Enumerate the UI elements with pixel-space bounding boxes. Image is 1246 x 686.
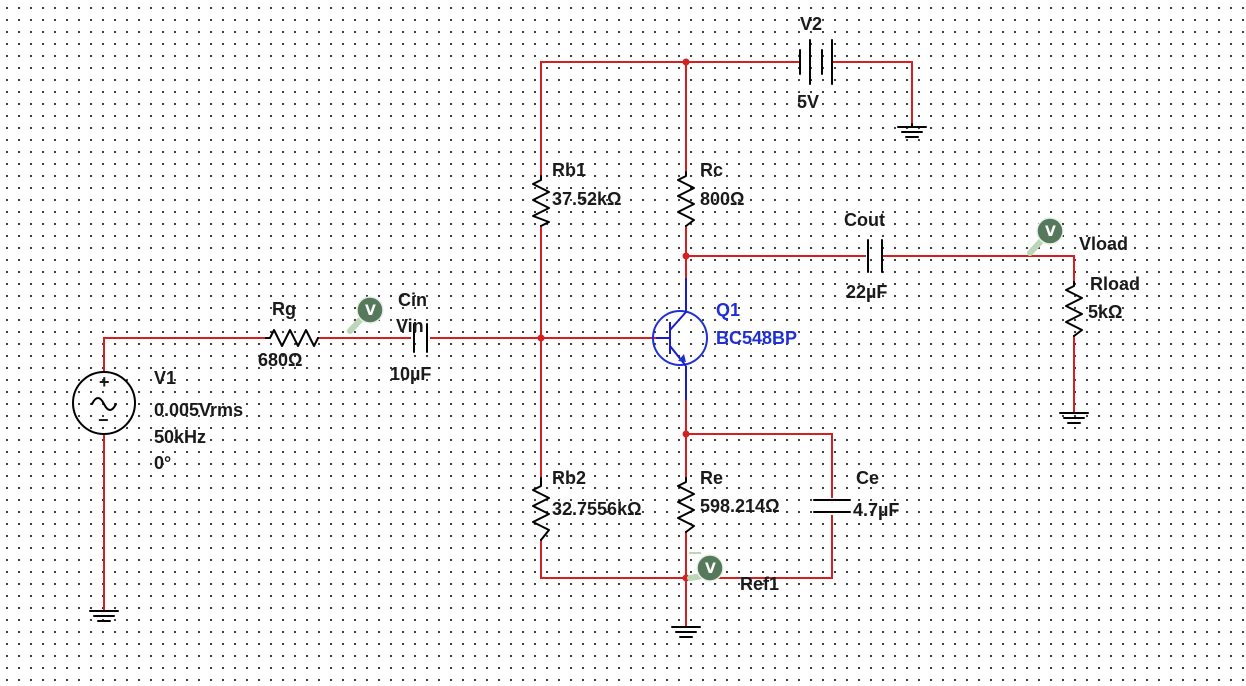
rb1-value: 37.52kΩ (552, 189, 622, 209)
ce-value: 4.7µF (853, 500, 899, 520)
ref1-probe-icon: V (705, 561, 716, 577)
wire-cout-rload[interactable] (883, 255, 1075, 283)
q1-model: BC548BP (716, 328, 797, 348)
v2-dc-source[interactable] (799, 39, 833, 85)
v1-phase: 0° (154, 453, 171, 473)
rc-value: 800Ω (700, 189, 744, 209)
ground-v1-icon (89, 610, 119, 622)
rg-value: 680Ω (258, 350, 302, 370)
q1-npn-transistor[interactable] (652, 310, 708, 367)
re-resistor[interactable] (677, 477, 695, 533)
junction-emitter (682, 430, 690, 438)
rb2-label: Rb2 (552, 468, 586, 488)
wire-ce-bottom[interactable] (685, 515, 833, 579)
ground-rload-icon (1059, 412, 1089, 424)
cin-value: 10µF (390, 364, 431, 384)
junction-top-rail (682, 58, 690, 66)
q1-label: Q1 (716, 300, 740, 320)
rb1-resistor[interactable] (532, 175, 550, 227)
cin-capacitor[interactable] (413, 323, 428, 353)
cout-value: 22µF (846, 282, 887, 302)
rb2-value: 32.7556kΩ (552, 499, 642, 519)
junction-base (537, 334, 545, 342)
vload-probe[interactable]: V (1027, 217, 1064, 256)
vload-probe-icon: V (1045, 224, 1056, 240)
wire-v1-top[interactable] (103, 337, 267, 373)
cin-label: Cin (398, 290, 427, 310)
sine-wave-icon (91, 397, 117, 411)
rload-label: Rload (1090, 274, 1140, 294)
rb2-resistor[interactable] (532, 477, 550, 541)
vin-probe-icon: V (365, 303, 376, 319)
v1-label: V1 (154, 368, 176, 388)
ce-label: Ce (856, 468, 879, 488)
v2-label: V2 (800, 14, 822, 34)
ground-v2-icon (897, 123, 927, 138)
rload-value: 5kΩ (1088, 302, 1122, 322)
v1-plus-sign: + (99, 372, 110, 392)
wire-rb2-bottom[interactable] (540, 539, 687, 579)
ref1-probe-label: Ref1 (740, 574, 779, 594)
rc-resistor[interactable] (677, 171, 695, 227)
rg-resistor[interactable] (265, 329, 319, 347)
v1-amplitude: 0.005Vrms (154, 400, 243, 420)
re-label: Re (700, 468, 723, 488)
rload-resistor[interactable] (1065, 281, 1083, 337)
ce-capacitor[interactable] (813, 499, 851, 513)
rg-label: Rg (272, 299, 296, 319)
v1-frequency: 50kHz (154, 427, 206, 447)
wire-emitter-ce[interactable] (685, 433, 833, 498)
v1-minus-sign: − (98, 410, 109, 430)
wire-v2-right[interactable] (831, 61, 913, 125)
v1-ac-source[interactable]: + − (72, 371, 136, 435)
cout-capacitor[interactable] (867, 239, 883, 273)
v2-value: 5V (797, 92, 819, 112)
vin-probe-label: Vin (396, 316, 424, 336)
re-value: 598.214Ω (700, 496, 780, 516)
ground-emitter-icon (671, 626, 701, 638)
vload-probe-label: Vload (1079, 234, 1128, 254)
wires (103, 61, 1075, 627)
emitter-arrow-icon (678, 354, 686, 362)
rb1-label: Rb1 (552, 160, 586, 180)
rc-label: Rc (700, 160, 723, 180)
junction-collector (682, 252, 690, 260)
ref1-probe[interactable]: V (687, 552, 724, 582)
vin-probe[interactable]: V (347, 296, 384, 334)
cout-label: Cout (844, 210, 885, 230)
